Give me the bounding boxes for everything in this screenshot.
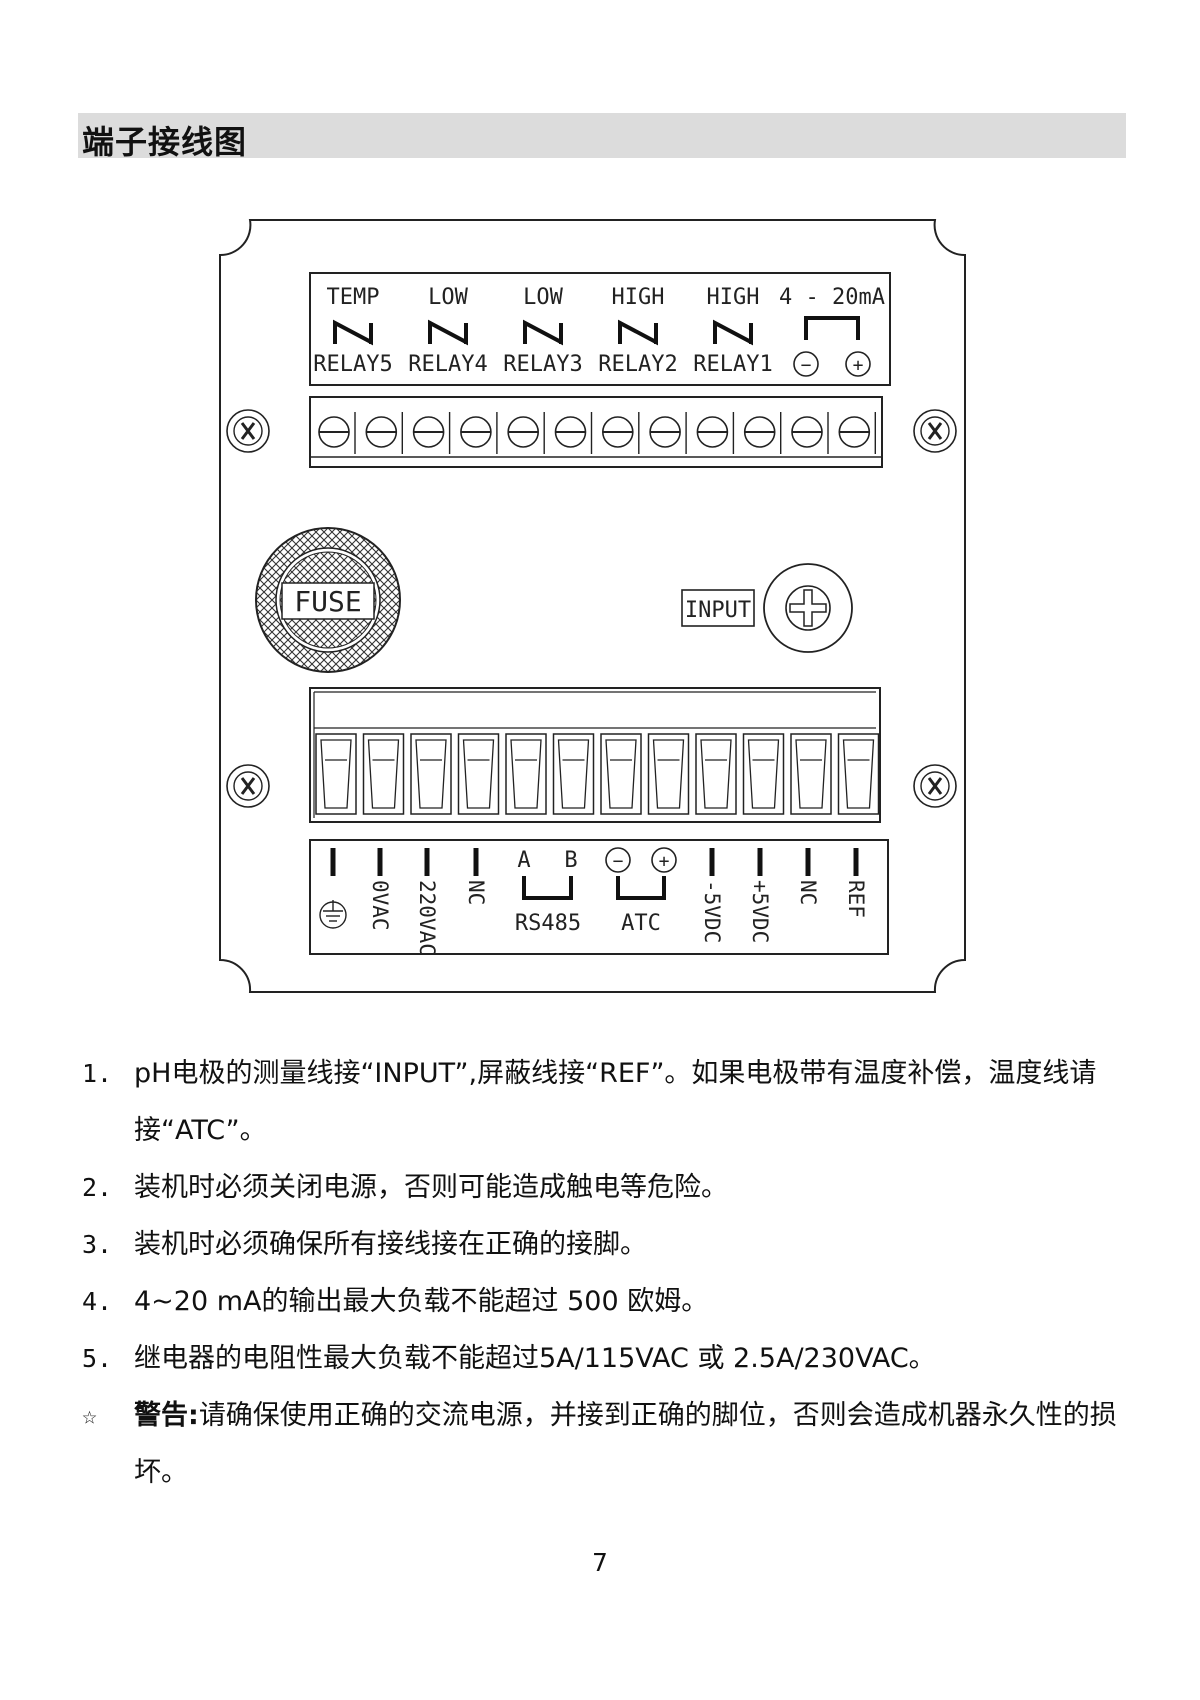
terminal-slot bbox=[837, 733, 880, 815]
atc-terminals: − + ATC bbox=[605, 847, 677, 936]
top-label: LOW bbox=[523, 285, 563, 310]
note-text: 4~20 mA的输出最大负载不能超过 500 欧姆。 bbox=[134, 1286, 709, 1317]
mounting-screw bbox=[913, 764, 957, 808]
note-number: 5. bbox=[82, 1344, 113, 1373]
note-item: 4. 4~20 mA的输出最大负载不能超过 500 欧姆。 bbox=[82, 1273, 1127, 1330]
atc-label: ATC bbox=[621, 911, 661, 936]
rs485-terminals: A B RS485 bbox=[515, 848, 581, 936]
warning-note: ☆ 警告:请确保使用正确的交流电源，并接到正确的脚位，否则会造成机器永久性的损坏… bbox=[82, 1387, 1127, 1501]
relay-contact-symbol bbox=[523, 319, 563, 346]
mounting-screws bbox=[226, 409, 957, 808]
note-text: 继电器的电阻性最大负载不能超过5A/115VAC 或 2.5A/230VAC。 bbox=[134, 1343, 936, 1374]
bottom-terminal-label: REF bbox=[844, 880, 868, 918]
fuse-holder: FUSE bbox=[255, 527, 401, 673]
input-connector: INPUT bbox=[681, 563, 853, 653]
terminal-slot bbox=[410, 733, 452, 815]
ground-symbol bbox=[319, 900, 347, 929]
top-label: HIGH bbox=[707, 285, 760, 310]
relay-label: RELAY2 bbox=[598, 352, 677, 377]
bottom-terminal-label: 0VAC bbox=[368, 880, 392, 931]
top-label: 4 - 20mA bbox=[779, 285, 885, 310]
relay-contact-symbol bbox=[618, 319, 658, 346]
relay-label: RELAY1 bbox=[693, 352, 772, 377]
atc-minus-sign: − bbox=[613, 851, 624, 872]
note-text: pH电极的测量线接“INPUT”,屏蔽线接“REF”。如果电极带有温度补偿，温度… bbox=[134, 1058, 1097, 1146]
bottom-terminal-label: -5VDC bbox=[700, 880, 724, 943]
rs485-label: RS485 bbox=[515, 911, 581, 936]
bottom-terminal-label: NC bbox=[796, 880, 820, 905]
relay-labels: RELAY5 RELAY4 RELAY3 RELAY2 RELAY1 bbox=[313, 352, 772, 377]
note-item: 3. 装机时必须确保所有接线接在正确的接脚。 bbox=[82, 1216, 1127, 1273]
bottom-terminal-label: +5VDC bbox=[748, 880, 772, 943]
bottom-terminal-label: NC bbox=[464, 880, 488, 905]
top-label: LOW bbox=[428, 285, 468, 310]
top-terminal-screws bbox=[318, 412, 876, 454]
warning-text: 请确保使用正确的交流电源，并接到正确的脚位，否则会造成机器永久性的损坏。 bbox=[134, 1400, 1117, 1488]
mounting-screw bbox=[226, 409, 270, 453]
terminal-slot bbox=[552, 733, 595, 815]
note-text: 装机时必须确保所有接线接在正确的接脚。 bbox=[134, 1229, 647, 1260]
note-number: 1. bbox=[82, 1059, 113, 1088]
relay-label: RELAY3 bbox=[503, 352, 582, 377]
ma-terminals: − + bbox=[793, 316, 871, 377]
bottom-label-box bbox=[309, 839, 889, 955]
terminal-slot bbox=[742, 733, 785, 815]
relay-symbols bbox=[333, 319, 753, 346]
top-label: TEMP bbox=[327, 285, 380, 310]
panel-outline bbox=[219, 219, 966, 993]
relay-contact-symbol bbox=[428, 319, 468, 346]
terminal-slot bbox=[315, 733, 357, 815]
relay-label: RELAY4 bbox=[408, 352, 487, 377]
input-label: INPUT bbox=[685, 598, 751, 623]
mounting-screw bbox=[913, 409, 957, 453]
rs485-a-label: A bbox=[517, 848, 530, 873]
note-item: 2. 装机时必须关闭电源，否则可能造成触电等危险。 bbox=[82, 1159, 1127, 1216]
relay-label: RELAY5 bbox=[313, 352, 392, 377]
note-number: 2. bbox=[82, 1173, 113, 1202]
note-number: 3. bbox=[82, 1230, 113, 1259]
section-title: 端子接线图 bbox=[82, 123, 248, 161]
relay-contact-symbol bbox=[333, 319, 373, 346]
terminal-slot bbox=[600, 733, 642, 815]
fuse-label: FUSE bbox=[294, 585, 361, 618]
atc-plus-sign: + bbox=[659, 851, 670, 872]
note-item: 5. 继电器的电阻性最大负载不能超过5A/115VAC 或 2.5A/230VA… bbox=[82, 1330, 1127, 1387]
top-labels: TEMP LOW LOW HIGH HIGH 4 - 20mA bbox=[327, 285, 885, 310]
note-number: 4. bbox=[82, 1287, 113, 1316]
section-header-bar: 端子接线图 bbox=[78, 113, 1126, 161]
top-label: HIGH bbox=[612, 285, 665, 310]
warning-label: 警告: bbox=[134, 1400, 199, 1431]
rs485-b-label: B bbox=[564, 848, 577, 873]
bottom-pins: 0VAC 220VAC NC -5VDC +5VDC NC REF bbox=[330, 848, 868, 956]
ma-plus-sign: + bbox=[853, 355, 864, 376]
terminal-slot bbox=[790, 733, 832, 815]
top-label-box bbox=[309, 272, 891, 386]
note-text: 装机时必须关闭电源，否则可能造成触电等危险。 bbox=[134, 1172, 728, 1203]
relay-contact-symbol bbox=[713, 319, 753, 346]
bottom-terminal-slots bbox=[315, 733, 880, 815]
star-icon: ☆ bbox=[82, 1401, 98, 1430]
bottom-terminal-block bbox=[309, 687, 881, 823]
bottom-terminal-label: 220VAC bbox=[415, 880, 439, 956]
page-number: 7 bbox=[592, 1548, 608, 1577]
note-item: 1. pH电极的测量线接“INPUT”,屏蔽线接“REF”。如果电极带有温度补偿… bbox=[82, 1045, 1127, 1159]
terminal-slot bbox=[457, 733, 500, 815]
terminal-slot bbox=[647, 733, 690, 815]
ma-minus-sign: − bbox=[801, 355, 812, 376]
terminal-slot bbox=[362, 733, 405, 815]
top-terminal-strip bbox=[309, 396, 883, 468]
notes-list: 1. pH电极的测量线接“INPUT”,屏蔽线接“REF”。如果电极带有温度补偿… bbox=[82, 1045, 1127, 1501]
mounting-screw bbox=[226, 764, 270, 808]
terminal-slot bbox=[695, 733, 737, 815]
terminal-slot bbox=[505, 733, 547, 815]
